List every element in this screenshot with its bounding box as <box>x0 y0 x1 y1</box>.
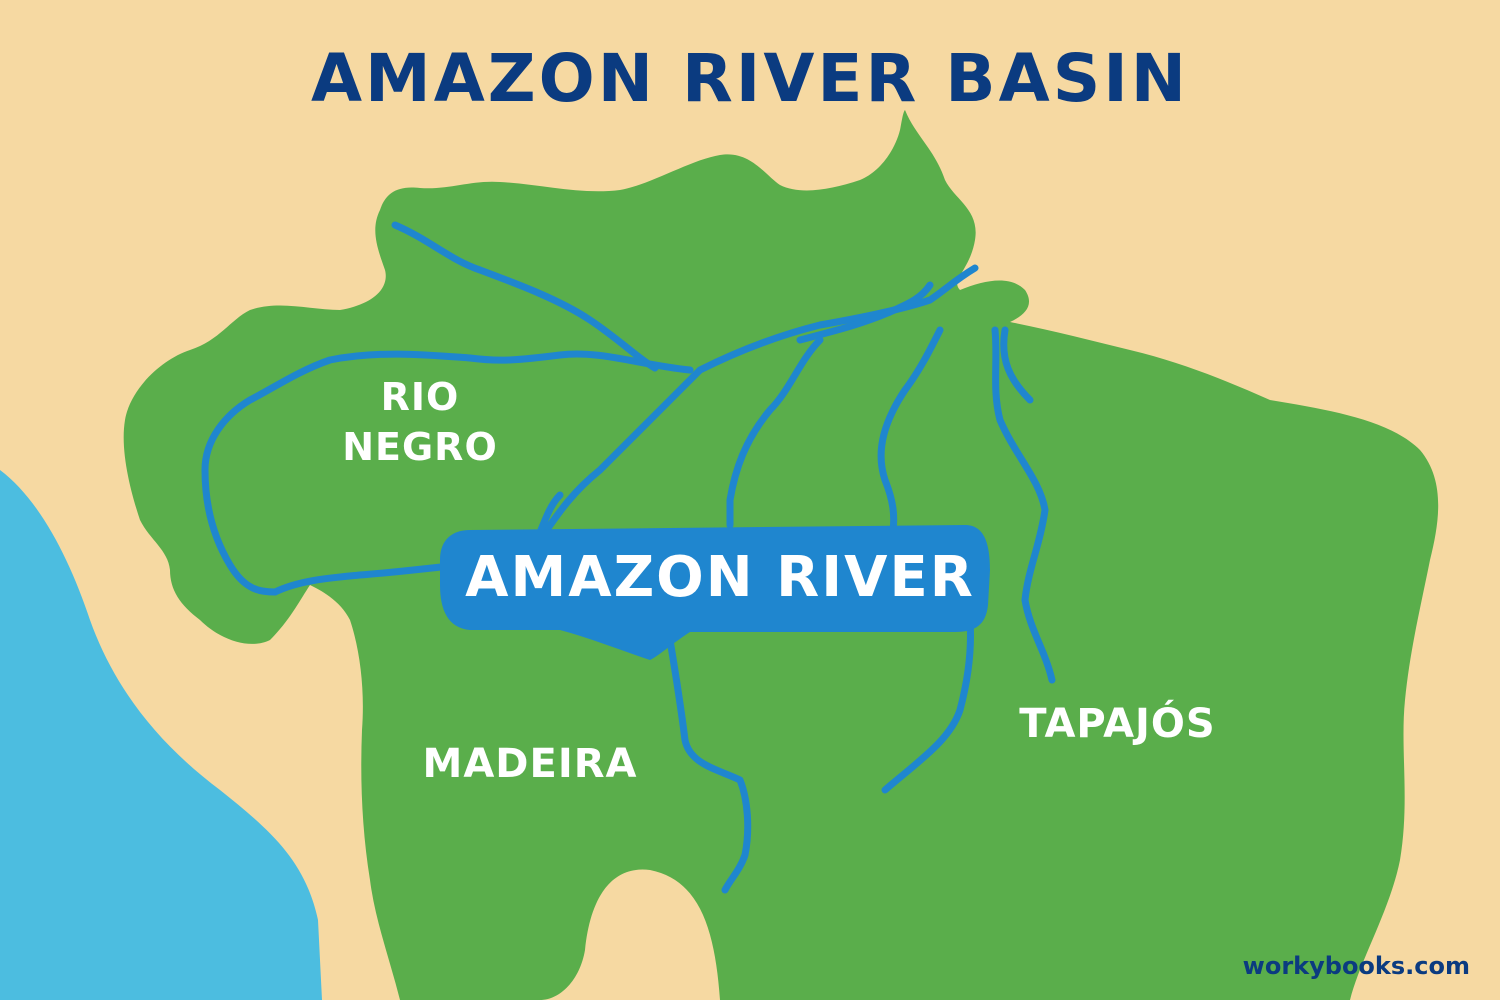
xingu-tributary <box>877 326 944 534</box>
madeira-label: MADEIRA <box>422 741 638 787</box>
northern-channel <box>796 281 934 344</box>
rio-negro-label: RIO NEGRO <box>310 372 530 472</box>
tapajos-label: TAPAJÓS <box>1019 701 1216 747</box>
tapajos-river <box>991 326 1056 684</box>
amazon-river-banner <box>440 525 990 660</box>
eastern-tributary <box>1000 326 1034 404</box>
ocean <box>0 470 322 1000</box>
central-tributary <box>726 336 824 529</box>
watermark: workybooks.com <box>1242 952 1470 980</box>
rio-negro-label-line2: NEGRO <box>342 425 498 469</box>
lower-tributary <box>881 616 974 794</box>
rio-negro-label-line1: RIO <box>380 375 460 419</box>
madeira-river <box>666 636 752 894</box>
rio-negro-river <box>201 350 694 596</box>
amazon-river-label: AMAZON RIVER <box>465 545 975 610</box>
northwest-tributary <box>391 221 659 372</box>
map-title: AMAZON RIVER BASIN <box>310 40 1190 117</box>
